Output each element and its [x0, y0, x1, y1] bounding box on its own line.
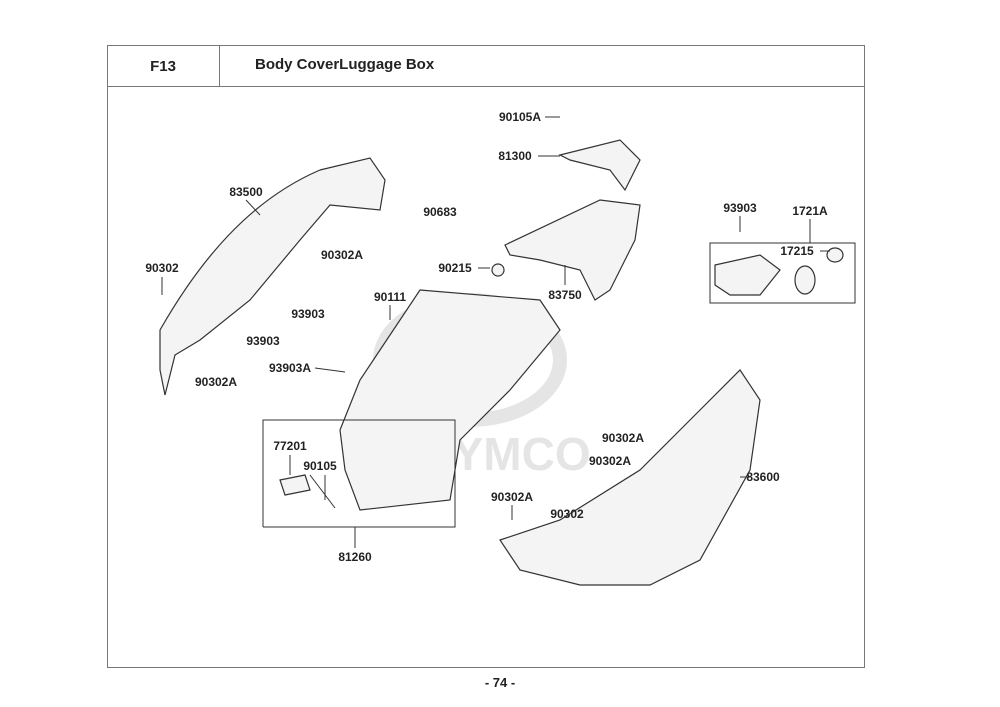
part-83750-rear-cover [504, 199, 641, 301]
part-77201-latch [279, 474, 311, 496]
part-label: 83500 [229, 185, 263, 199]
part-label: 81260 [338, 550, 372, 564]
part-label: 90302A [194, 375, 238, 389]
part-81300-grab-rail [558, 139, 641, 192]
part-label: 93903A [268, 361, 312, 375]
part-label: 77201 [273, 439, 307, 453]
part-label: 83600 [746, 470, 780, 484]
part-label: 90111 [373, 290, 407, 304]
part-label: 90105A [498, 110, 542, 124]
part-83500-body-cover-left [159, 157, 386, 396]
part-hose [794, 265, 816, 295]
part-label: 90302A [601, 431, 645, 445]
group-box-81260 [262, 419, 456, 528]
part-label: 17215 [780, 244, 814, 258]
part-label: 90302A [588, 454, 632, 468]
part-label: 90302 [550, 507, 584, 521]
part-label: 93903 [723, 201, 757, 215]
part-label: 90215 [438, 261, 472, 275]
group-box-1721A [709, 242, 856, 304]
part-17215-clamp [826, 247, 844, 263]
page-title: Body CoverLuggage Box [255, 56, 435, 73]
part-label: 90683 [423, 205, 457, 219]
part-label: 90302A [490, 490, 534, 504]
part-1721A-assembly [714, 254, 781, 296]
part-90215-rubber [491, 263, 505, 277]
part-label: 83750 [548, 288, 582, 302]
section-code: F13 [107, 45, 220, 87]
part-label: 90302A [320, 248, 364, 262]
part-81260-luggage-box [339, 289, 561, 511]
part-label: 90105 [303, 459, 337, 473]
part-label: 81300 [498, 149, 532, 163]
part-83600-body-cover-right [499, 369, 761, 586]
diagram-frame [107, 45, 865, 668]
part-label: 93903 [291, 307, 325, 321]
part-label: 93903 [246, 334, 280, 348]
header-row [107, 45, 865, 87]
part-label: 1721A [792, 204, 828, 218]
part-label: 90302 [145, 261, 179, 275]
page-number: - 74 - [484, 675, 516, 690]
